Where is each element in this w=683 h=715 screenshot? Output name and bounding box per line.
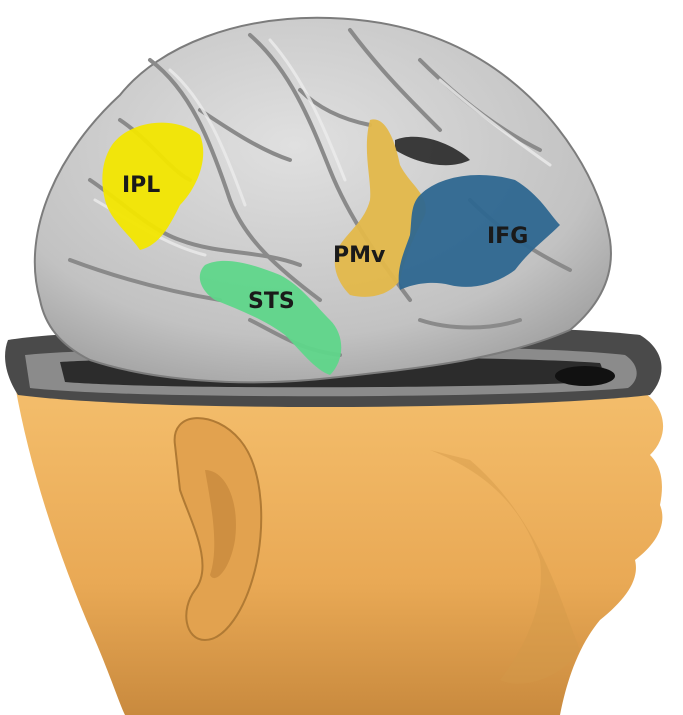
ipl-label: IPL [122, 173, 160, 198]
head [15, 385, 663, 715]
slice-cavity [555, 366, 615, 386]
ifg-label: IFG [487, 224, 528, 249]
sts-label: STS [248, 289, 295, 314]
pmv-label: PMv [333, 243, 386, 268]
